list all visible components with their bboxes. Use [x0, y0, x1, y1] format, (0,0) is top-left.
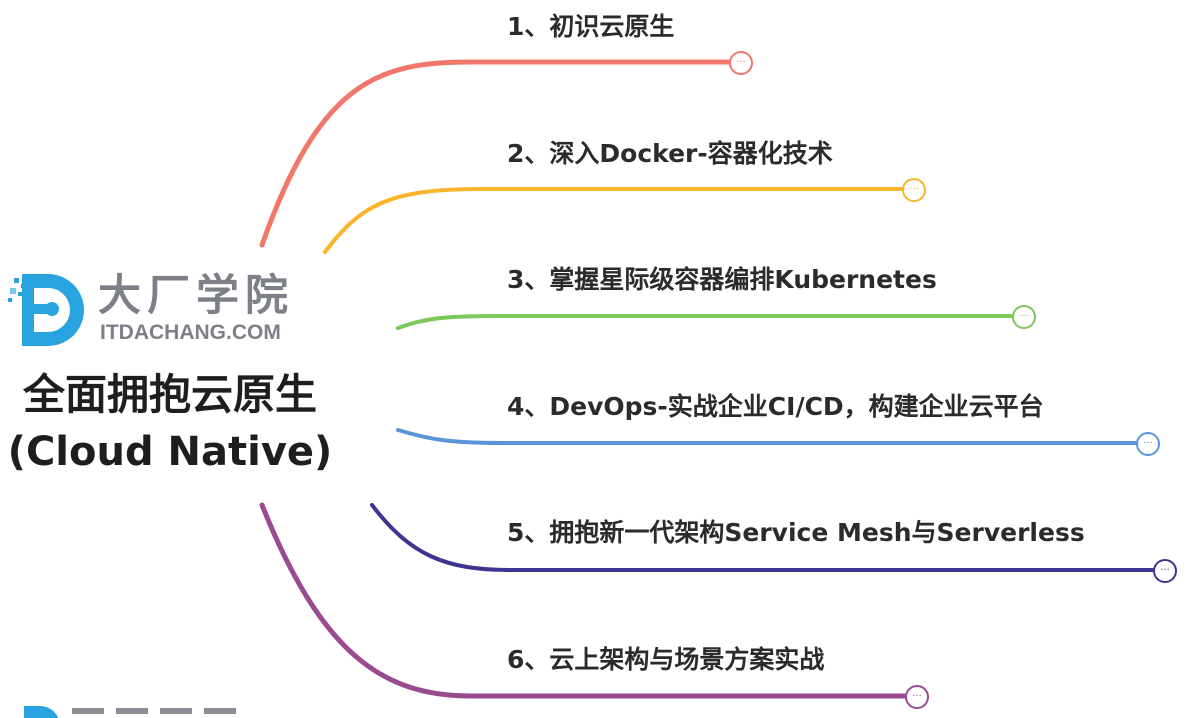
branch-label-1[interactable]: 1、初识云原生 — [507, 12, 675, 41]
bottom-logo-clipped — [24, 704, 254, 718]
logo-chinese-text: 大厂学院 — [98, 271, 294, 321]
branch-curve-5 — [370, 503, 1156, 572]
branch-label-4[interactable]: 4、DevOps-实战企业CI/CD，构建企业云平台 — [507, 392, 1044, 421]
branch-collapse-nodes: ··· ··· ··· ··· ··· ··· — [729, 51, 1177, 709]
root-title-chinese[interactable]: 全面拥抱云原生 — [22, 370, 317, 419]
collapse-ellipsis-1: ··· — [736, 57, 746, 68]
root-title-english[interactable]: (Cloud Native) — [7, 429, 333, 475]
collapse-toggle-2[interactable]: ··· — [902, 178, 926, 202]
branch-label-5[interactable]: 5、拥抱新一代架构Service Mesh与Serverless — [507, 518, 1085, 547]
collapse-ellipsis-2: ··· — [909, 184, 919, 195]
branch-curve-3 — [396, 314, 1014, 330]
collapse-ellipsis-6: ··· — [912, 691, 922, 702]
logo-domain-text: ITDACHANG.COM — [100, 321, 281, 344]
collapse-ellipsis-5: ··· — [1160, 565, 1170, 576]
branch-label-3[interactable]: 3、掌握星际级容器编排Kubernetes — [507, 265, 937, 294]
collapse-ellipsis-4: ··· — [1143, 438, 1153, 449]
collapse-toggle-4[interactable]: ··· — [1136, 432, 1160, 456]
collapse-toggle-1[interactable]: ··· — [729, 51, 753, 75]
collapse-toggle-5[interactable]: ··· — [1153, 559, 1177, 583]
bottom-logo-mark-icon — [24, 706, 236, 718]
branch-curve-1 — [259, 59, 733, 248]
collapse-ellipsis-3: ··· — [1019, 311, 1029, 322]
branch-curve-6 — [259, 502, 909, 699]
collapse-toggle-6[interactable]: ··· — [905, 685, 929, 709]
collapse-toggle-3[interactable]: ··· — [1012, 305, 1036, 329]
logo-d-mark-icon — [8, 274, 84, 346]
branch-curve-4 — [396, 428, 1139, 445]
itdachang-logo: 大厂学院 ITDACHANG.COM — [8, 270, 338, 350]
branch-curves — [259, 59, 1156, 699]
branch-label-6[interactable]: 6、云上架构与场景方案实战 — [507, 645, 825, 674]
branch-label-2[interactable]: 2、深入Docker-容器化技术 — [507, 139, 833, 168]
branch-curve-2 — [323, 187, 905, 254]
